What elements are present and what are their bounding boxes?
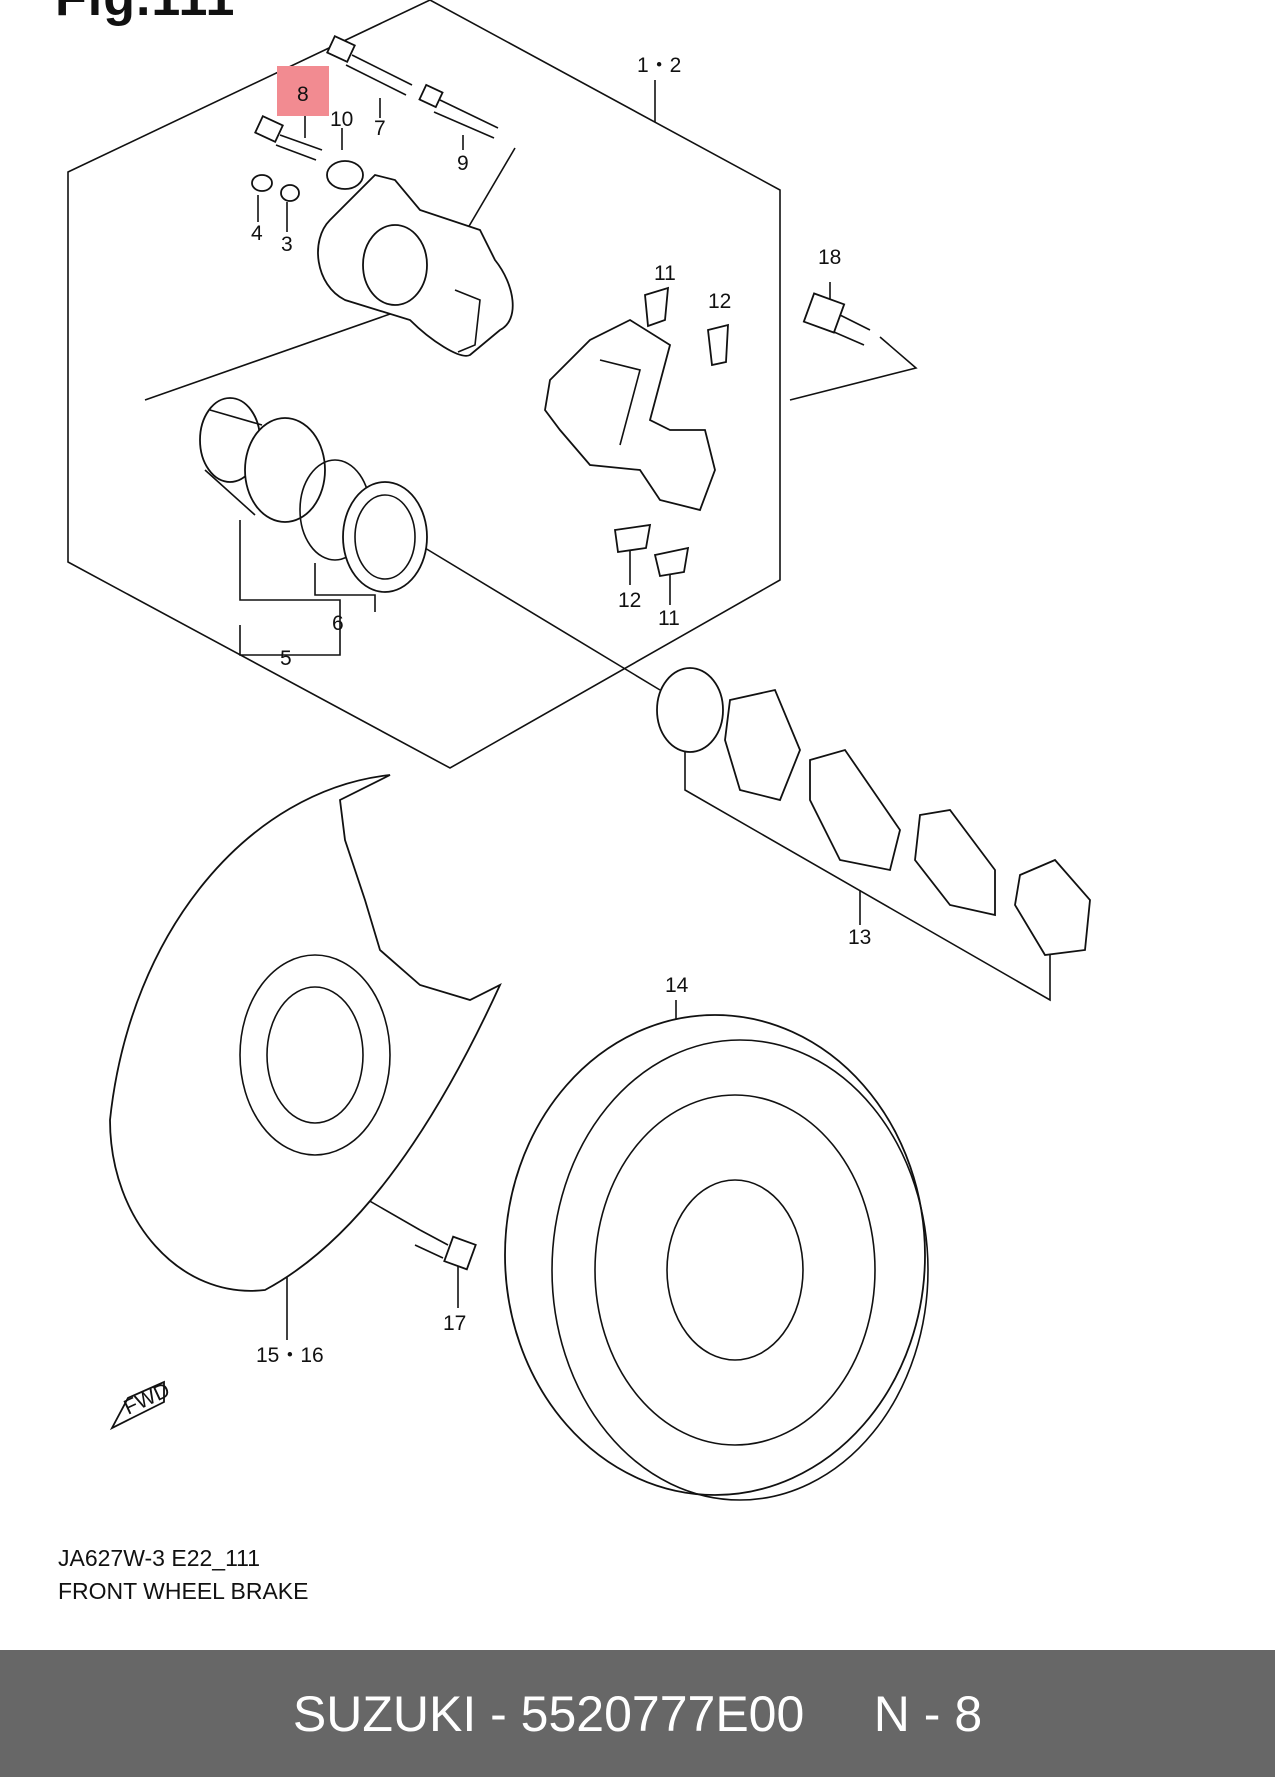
footer-separator: - (476, 1685, 521, 1742)
part-13-brake-pads (656, 667, 1091, 956)
fwd-label: FWD (120, 1378, 173, 1419)
label-13: 13 (848, 926, 871, 949)
part-3-bleeder-screw (280, 184, 300, 202)
parts-diagram: FWD 1・2 8 10 7 9 4 3 11 12 18 6 5 12 11 … (67, 0, 1091, 1501)
part-number: 5520777E00 (520, 1685, 805, 1742)
label-7: 7 (374, 117, 386, 140)
leader-group-18 (789, 336, 918, 401)
caliper-body (317, 174, 514, 357)
label-11-top: 11 (654, 262, 676, 285)
part-18-bolt (802, 292, 871, 346)
leader-13 (684, 745, 1051, 1002)
part-10-boot (326, 160, 364, 190)
label-4: 4 (251, 222, 263, 245)
fwd-arrow-icon: FWD (109, 1378, 173, 1431)
part-17-bolt (414, 1229, 477, 1271)
label-15-16: 15・16 (256, 1344, 324, 1367)
caliper-assembly-outline (67, 0, 781, 769)
label-3: 3 (281, 233, 293, 256)
part-15-16-backing-plate (109, 774, 502, 1292)
label-18: 18 (818, 246, 841, 269)
leader-6 (314, 563, 376, 612)
label-12-top: 12 (708, 290, 731, 313)
leader-5 (239, 520, 341, 656)
label-6: 6 (332, 612, 344, 635)
label-12-bottom: 12 (618, 589, 641, 612)
diagram-header-partial: Fig.111 (55, 0, 235, 28)
part-11-clip-top (644, 286, 670, 328)
part-info-footer: SUZUKI - 5520777E00 N - 8 (0, 1650, 1275, 1777)
diagram-name: FRONT WHEEL BRAKE (58, 1578, 309, 1604)
leader-group-caliper (144, 299, 431, 401)
highlight-part-8 (277, 66, 329, 116)
ref-number: 8 (954, 1685, 983, 1742)
label-1-2: 1・2 (637, 54, 681, 77)
label-8: 8 (297, 83, 309, 106)
part-14-brake-disc (504, 1014, 929, 1501)
brand-name: SUZUKI (292, 1685, 477, 1742)
ref-prefix: N - (873, 1685, 955, 1742)
part-12-clip-top (707, 323, 729, 367)
part-9-guide-pin (418, 83, 499, 139)
label-10: 10 (330, 108, 353, 131)
label-14: 14 (665, 974, 689, 997)
label-9: 9 (457, 152, 469, 175)
diagram-code: JA627W-3 E22_111 (58, 1545, 261, 1571)
part-12-clip-bottom (613, 523, 652, 554)
label-17: 17 (443, 1312, 466, 1335)
part-6-dust-boot (342, 481, 428, 593)
part-11-clip-bottom (653, 546, 690, 578)
label-5: 5 (280, 647, 292, 670)
part-8-guide-bolt (254, 114, 323, 161)
leader-pads (419, 544, 661, 691)
part-4-bleeder-cap (251, 174, 273, 192)
part-7-guide-bolt (326, 34, 413, 96)
part-5-piston (199, 397, 326, 523)
caliper-bracket (544, 318, 716, 512)
footer-gap (804, 1685, 873, 1743)
label-11-bottom: 11 (658, 607, 680, 630)
